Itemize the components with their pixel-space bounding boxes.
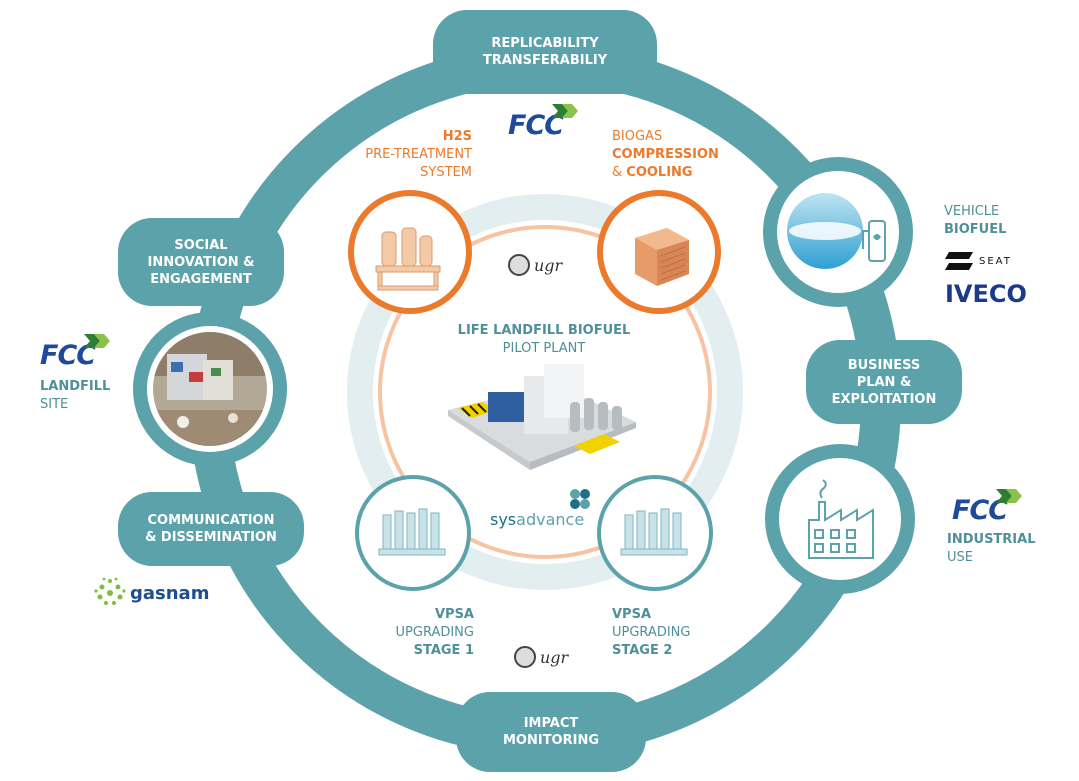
vpsa-unit-icon (620, 508, 688, 556)
inner-peach-ring (378, 225, 712, 559)
h2s-label: H2S PRE-TREATMENT SYSTEM (365, 129, 472, 180)
fcc-logo: FCC (40, 334, 110, 371)
fcc-arrows-icon (84, 334, 110, 348)
pill-impact-monitoring: IMPACT MONITORING (456, 692, 646, 772)
pill-social-innovation: SOCIAL INNOVATION & ENGAGEMENT (118, 218, 284, 306)
biofuel-pump-icon (787, 193, 886, 269)
fcc-arrows-icon (552, 104, 578, 118)
landfill-site-circle (133, 312, 287, 466)
landfill-photo (153, 332, 267, 446)
vehicle-biofuel-circle (763, 157, 913, 307)
ugr-seal-icon (514, 646, 536, 668)
fcc-arrows-icon (996, 489, 1022, 503)
ugr-logo: ugr (508, 254, 562, 276)
seat-s-icon (945, 252, 973, 270)
h2s-pretreatment-circle (348, 190, 472, 314)
iveco-logo: IVECO (945, 280, 1027, 308)
center-subtitle: PILOT PLANT (502, 341, 586, 356)
pretreatment-unit-icon (375, 227, 441, 291)
sysadvance-mark-icon (570, 489, 590, 509)
pill-business-plan: BUSINESS PLAN & EXPLOITATION (806, 340, 962, 424)
center-title-block: LIFE LANDFILL BIOFUEL PILOT PLANT (424, 322, 664, 358)
biogas-compression-circle (597, 190, 721, 314)
vpsa-stage2-label: VPSA UPGRADING STAGE 2 (612, 607, 691, 658)
vpsa-stage1-circle (355, 475, 471, 591)
vpsa-stage1-label: VPSA UPGRADING STAGE 1 (395, 607, 474, 658)
compressor-unit-icon (635, 228, 689, 286)
pill-communication: COMMUNICATION & DISSEMINATION (118, 492, 304, 566)
landfill-site-label: LANDFILL SITE (40, 379, 111, 412)
ugr-seal-icon (508, 254, 530, 276)
gasnam-leaf-icon (94, 577, 126, 605)
biogas-label: BIOGAS COMPRESSION & COOLING (612, 129, 719, 180)
vpsa-unit-icon (378, 508, 446, 556)
industrial-use-label: INDUSTRIAL USE (947, 532, 1036, 565)
pilot-plant-illustration (448, 364, 636, 470)
seat-logo: SEAT (945, 252, 1012, 270)
vehicle-biofuel-label: VEHICLE BIOFUEL (944, 204, 1007, 237)
center-title: LIFE LANDFILL BIOFUEL (457, 323, 631, 338)
inner-light-ring (347, 194, 743, 590)
industrial-use-circle (765, 444, 915, 594)
fcc-logo: FCC (952, 489, 1022, 526)
vpsa-stage2-circle (597, 475, 713, 591)
factory-icon (808, 479, 874, 559)
gasnam-logo: gasnam (92, 575, 209, 611)
fcc-logo: FCC (508, 104, 578, 141)
ugr-logo: ugr (514, 646, 568, 668)
pill-replicability: REPLICABILITY TRANSFERABILIY (433, 10, 657, 94)
sysadvance-logo: sysadvance (490, 488, 600, 529)
